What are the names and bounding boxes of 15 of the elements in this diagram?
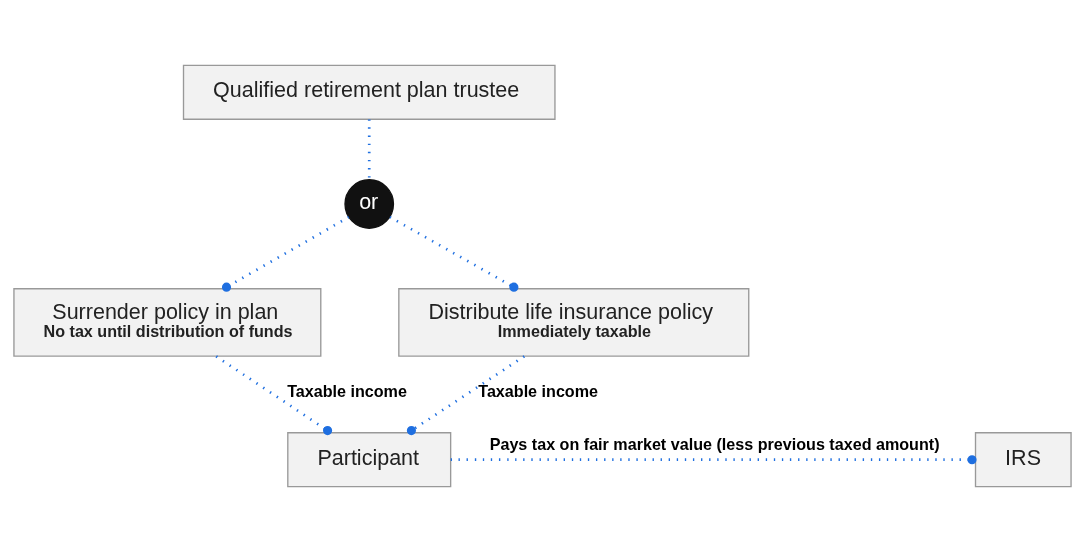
connector: [389, 215, 519, 292]
node-box: Surrender policy in plan No tax until distribution of funds: [13, 288, 322, 357]
connector: [406, 355, 525, 436]
edge-label: Taxable income: [287, 382, 407, 401]
node-box: Participant: [287, 432, 452, 488]
node-box: Qualified retirement plan trustee: [182, 64, 556, 120]
edge-label: Taxable income: [478, 382, 599, 401]
connector: [367, 119, 371, 180]
node-box: IRS: [974, 432, 1072, 488]
node-box: Distribute life insurance policy Immediately taxable: [398, 288, 750, 357]
connector: [450, 455, 977, 465]
edge-label: Pays tax on fair market value (less previous taxed amount): [489, 434, 940, 453]
node-circle: or: [344, 179, 395, 229]
connector: [215, 355, 333, 436]
connector: [221, 215, 350, 292]
